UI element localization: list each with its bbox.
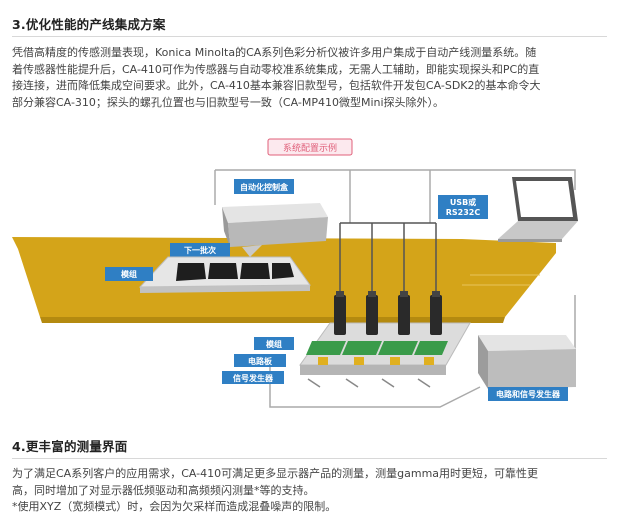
auto-controller-label-box [234,179,294,194]
signal-generator-label-box [222,371,284,384]
auto-controller-label: 自动化控制盒 [240,182,289,192]
divider [12,36,607,37]
circuit-signal-generator-box [478,335,576,389]
system-diagram: 系统配置示例 自动化控制盒 [0,125,619,425]
diagram-caption-box [267,138,353,156]
usb-label-line1: USB或 [450,197,476,207]
divider [12,458,607,459]
probe-cables [339,222,437,295]
paragraph-line: 高，同时增加了对显示器低频驱动和高频频闪测量*等的支持。 [12,483,315,497]
circuit-signal-label: 电路和信号发生器 [496,389,561,399]
module-label: 模组 [121,269,137,279]
automation-controller [222,203,328,257]
module2-label: 模组 [266,339,282,349]
paragraph-line: 接连接，进而降低集成空间要求。此外，CA-410基本兼容旧款型号，包括软件开发包… [12,79,541,92]
paragraph-line: 为了满足CA系列客户的应用需求，CA-410可满足更多显示器产品的测量，测量ga… [12,467,539,480]
probes [334,291,442,335]
paragraph-line: 着传感器性能提升后，CA-410可作为传感器与自动零校准系统集成，无需人工辅助，… [12,62,540,76]
integration-paragraph: 凭借高精度的传感测量表现，Konica Minolta的CA系列色彩分析仪被许多… [12,45,606,111]
section-title-interface: 4.更丰富的测量界面 [12,439,128,454]
section-title-integration: 3.优化性能的产线集成方案 [12,17,166,32]
signal-generator-label: 信号发生器 [233,373,274,383]
circuit-board-label: 电路板 [248,356,273,366]
usb-label-line2: RS232C [446,208,481,217]
next-batch-label: 下一批次 [184,245,216,255]
paragraph-line: 凭借高精度的传感测量表现，Konica Minolta的CA系列色彩分析仪被许多… [12,46,537,59]
paragraph-line: *使用XYZ（宽频模式）时，会因为欠采样而造成混叠噪声的限制。 [12,500,337,513]
next-batch-module [138,256,311,293]
circuit-signal-label-box [488,387,568,401]
interface-paragraph: 为了满足CA系列客户的应用需求，CA-410可满足更多显示器产品的测量，测量ga… [12,466,606,516]
usb-label-box [438,195,488,219]
cables [214,169,576,408]
paragraph-line: 部分兼容CA-310；探头的螺孔位置也与旧款型号一致（CA-MP410微型Min… [12,95,445,109]
circuit-board-label-box [234,354,286,367]
module2-label-box [254,337,294,350]
diagram-caption: 系统配置示例 [283,142,337,154]
module-label-box [105,267,153,281]
laptop-icon [498,177,578,242]
next-batch-label-box [170,243,230,257]
